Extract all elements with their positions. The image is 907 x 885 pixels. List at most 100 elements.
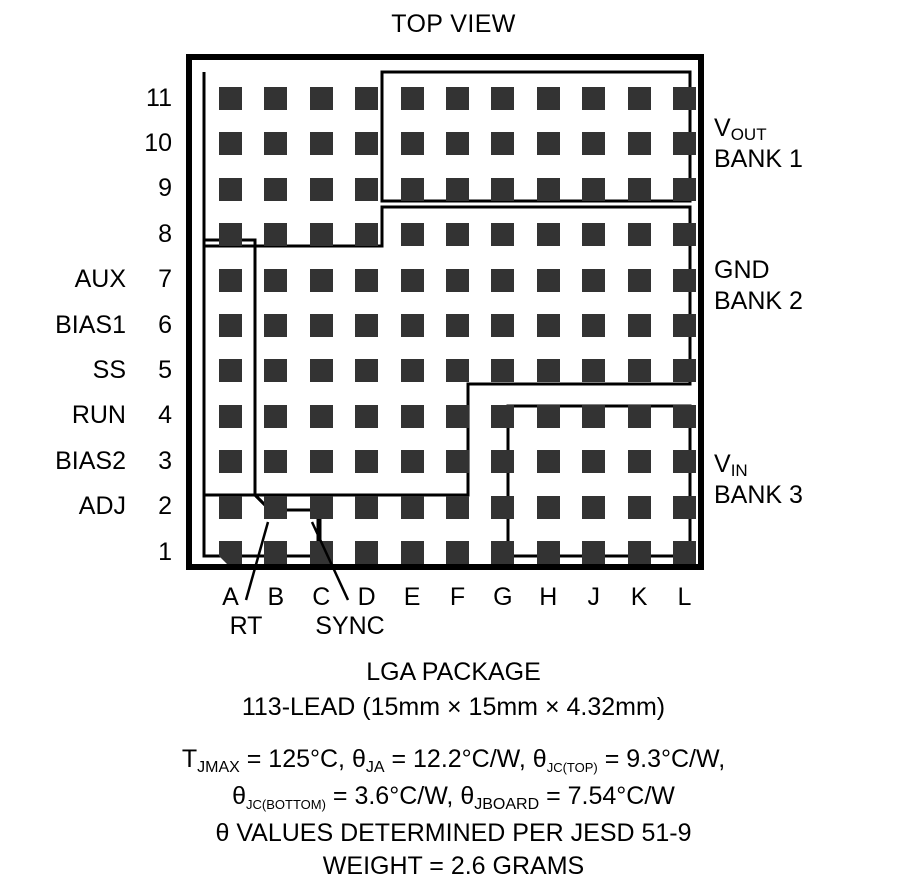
pad-F9: [446, 177, 469, 201]
bank2-signal: GND: [714, 256, 770, 284]
bank2-outline: [204, 205, 692, 497]
pad-J10: [582, 132, 606, 156]
caption-weight: WEIGHT = 2.6 GRAMS: [322, 852, 585, 880]
pad-J7: [582, 268, 606, 292]
pad-D8: [355, 223, 379, 247]
pad-B11: [264, 87, 288, 110]
pad-B8: [264, 223, 288, 247]
tjmax-symbol: T: [181, 745, 198, 773]
tjmax-value: = 125°C,: [239, 745, 352, 773]
pad-G6: [491, 314, 515, 337]
theta-jcbottom-symbol: θ: [232, 782, 247, 810]
column-label-C: C: [312, 583, 331, 611]
package-body: [186, 54, 704, 570]
column-label-F: F: [449, 583, 466, 611]
pad-D3: [355, 450, 379, 474]
row-number-7: 7: [158, 265, 172, 294]
pad-C1: [309, 541, 333, 564]
pad-K7: [627, 268, 651, 292]
pad-A9: [219, 177, 242, 201]
pad-K6: [627, 314, 651, 337]
pad-A3: [219, 450, 242, 474]
bank3-signal-sub: IN: [730, 461, 748, 480]
pad-F10: [446, 132, 469, 156]
pad-B7: [264, 268, 288, 292]
pad-B2: [264, 495, 288, 519]
pad-J6: [582, 314, 606, 337]
column-label-B: B: [267, 583, 285, 611]
caption-lead-count: 113-LEAD (15mm × 15mm × 4.32mm): [241, 693, 666, 721]
bank1-name: BANK 1: [714, 145, 803, 173]
pad-K10: [627, 132, 651, 156]
pad-D7: [355, 268, 379, 292]
pin-name-row-5: SS: [92, 355, 126, 384]
pad-F11: [446, 87, 469, 110]
pad-B1: [264, 541, 288, 564]
pad-K8: [627, 223, 651, 247]
bank1-signal-sub: OUT: [730, 125, 767, 144]
row-number-4: 4: [158, 401, 172, 430]
pin-name-row-3: BIAS2: [55, 446, 126, 475]
pad-H9: [536, 177, 560, 201]
pad-J8: [582, 223, 606, 247]
pad-D2: [355, 495, 379, 519]
theta-ja-symbol: θ: [351, 745, 366, 773]
row-number-11: 11: [146, 83, 172, 112]
pad-G4: [491, 404, 515, 428]
pad-E10: [400, 132, 424, 156]
pad-A6: [219, 314, 242, 337]
pad-L10: [673, 132, 696, 156]
column-label-K: K: [630, 583, 648, 611]
pad-L7: [673, 268, 696, 292]
pad-H4: [536, 404, 560, 428]
pad-C7: [309, 268, 333, 292]
pad-A2: [219, 495, 242, 519]
pad-A5: [219, 359, 242, 383]
pad-E4: [400, 404, 424, 428]
column-label-L: L: [677, 583, 692, 611]
pad-F5: [446, 359, 469, 383]
theta-jctop-subscript: JC(TOP): [546, 760, 598, 775]
pin-name-row-2: ADJ: [78, 492, 126, 521]
pad-D1: [355, 541, 379, 564]
caption-thermal-line-1: TJMAX = 125°C, θJA = 12.2°C/W, θJC(TOP) …: [0, 744, 907, 778]
callout-rt: RT: [229, 612, 263, 640]
caption-thermal-line-2: θJC(BOTTOM) = 3.6°C/W, θJBOARD = 7.54°C/…: [0, 781, 907, 815]
bank1-signal: V: [714, 114, 731, 142]
pad-J3: [582, 450, 606, 474]
pad-E1: [400, 541, 424, 564]
theta-jboard-subscript: JBOARD: [474, 796, 540, 813]
pad-C8: [309, 223, 333, 247]
pad-C6: [309, 314, 333, 337]
pad-L9: [673, 177, 696, 201]
theta-jcbottom-value: = 3.6°C/W,: [325, 782, 461, 810]
pad-J5: [582, 359, 606, 383]
theta-ja-subscript: JA: [365, 759, 385, 776]
pad-E5: [400, 359, 424, 383]
pad-K1: [627, 541, 651, 564]
pad-H8: [536, 223, 560, 247]
pin-name-row-6: BIAS1: [55, 310, 126, 339]
pad-F3: [446, 450, 469, 474]
pad-L1: [673, 541, 696, 564]
pad-B10: [264, 132, 288, 156]
pin-name-row-4: RUN: [71, 401, 126, 430]
pad-C4: [309, 404, 333, 428]
theta-ja-value: = 12.2°C/W,: [384, 745, 533, 773]
pad-H2: [536, 495, 560, 519]
pad-E8: [400, 223, 424, 247]
pad-C10: [309, 132, 333, 156]
pad-L6: [673, 314, 696, 337]
pad-J1: [582, 541, 606, 564]
pad-B9: [264, 177, 288, 201]
bank-label-bank1: VOUT BANK 1: [714, 114, 803, 173]
bank2-name: BANK 2: [714, 287, 803, 315]
column-label-H: H: [539, 583, 558, 611]
pad-D5: [355, 359, 379, 383]
pad-D4: [355, 404, 379, 428]
pad-C11: [309, 87, 333, 110]
pad-J9: [582, 177, 606, 201]
pad-H11: [536, 87, 560, 110]
row-number-1: 1: [158, 537, 172, 566]
bank1-right-outline: [380, 70, 692, 203]
